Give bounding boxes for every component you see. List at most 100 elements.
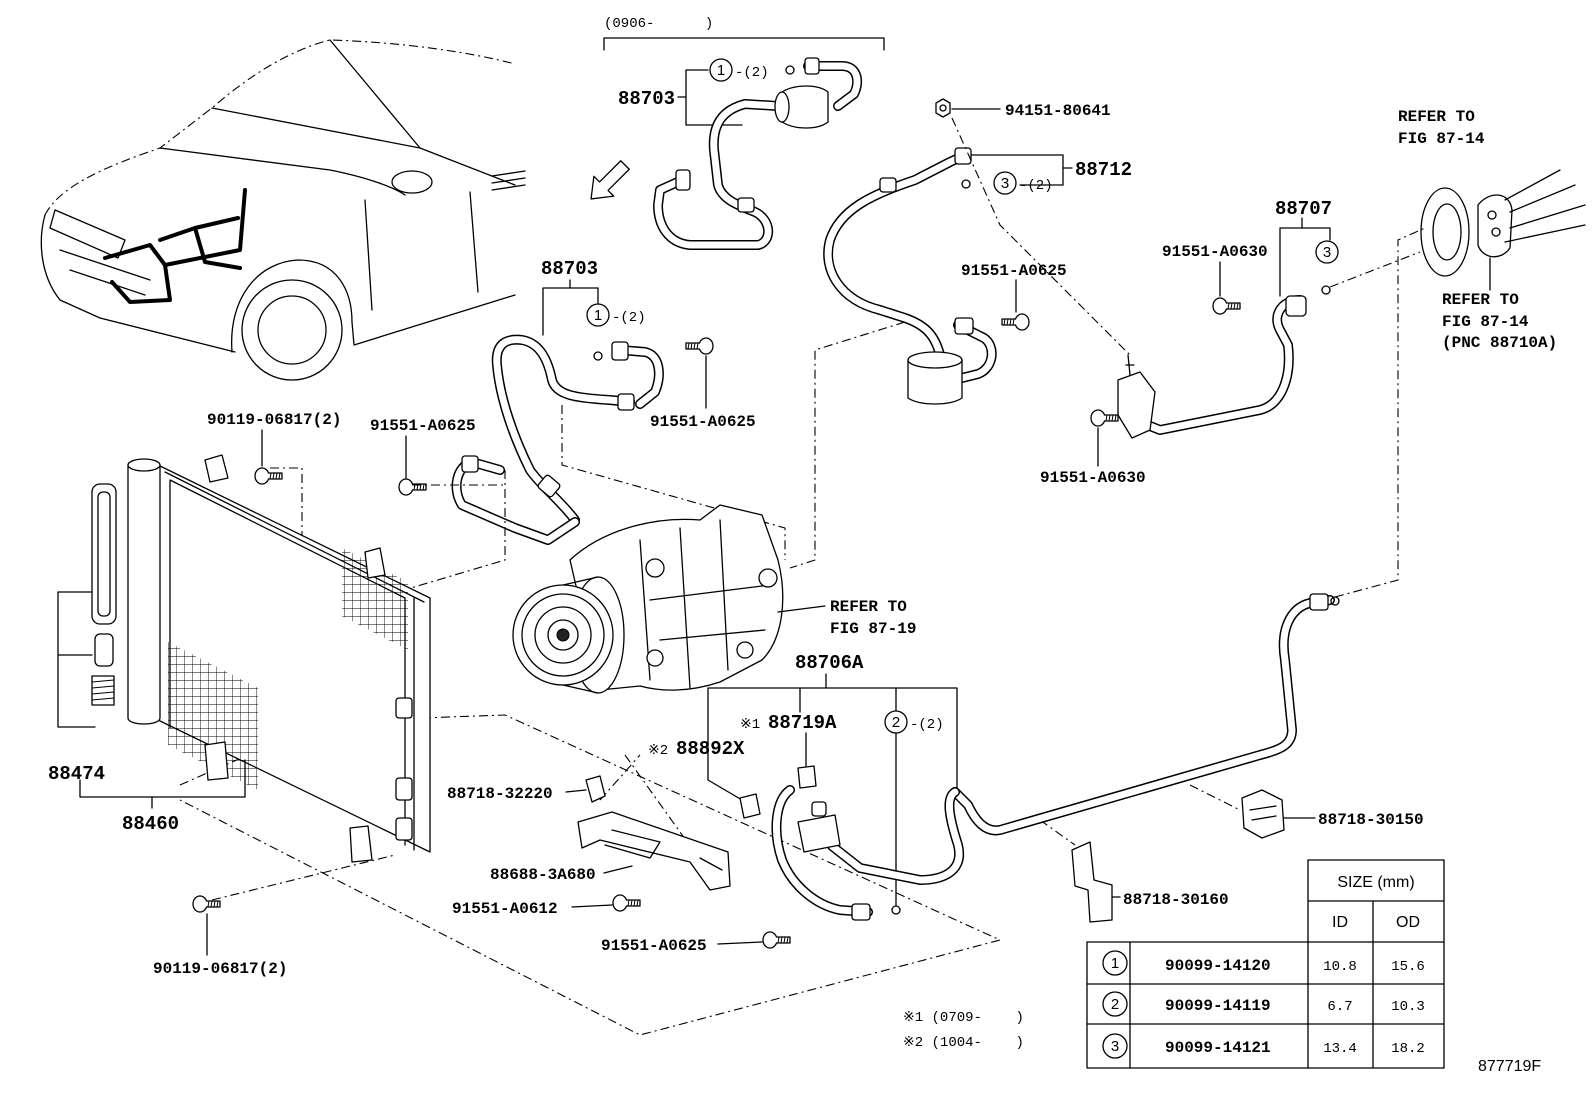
fitting-flange-inner	[1432, 203, 1462, 261]
hose-88703-top-leader	[677, 69, 743, 126]
clamp-88718-30150-label: 88718-30150	[1318, 811, 1424, 829]
dash-line	[951, 117, 1131, 356]
table-row-od: 15.6	[1391, 959, 1425, 975]
hose-fill	[654, 100, 782, 249]
hose-fitting	[954, 317, 974, 335]
hose-fill	[616, 346, 663, 408]
fitting-pipes	[1504, 169, 1586, 243]
hose-88703-mid-bracket	[542, 279, 599, 336]
compressor-port	[758, 568, 778, 588]
dash-line	[270, 467, 303, 578]
nut-94151-icon	[935, 98, 951, 118]
part-88719a-icon	[797, 765, 817, 789]
tube-88707-bracket	[1279, 217, 1331, 297]
note-1: ※1 (0709- )	[903, 1010, 1024, 1026]
compressor-shaft	[556, 628, 570, 642]
tube-fitting	[1309, 593, 1329, 611]
o-ring-icon	[1330, 596, 1340, 606]
hose-fitting	[879, 177, 897, 193]
condenser-mount-tab	[204, 454, 229, 483]
table-row-mark: 3	[1111, 1038, 1119, 1055]
condenser-mount-tab	[364, 547, 386, 579]
refer-fig-87-19-leader	[777, 605, 826, 613]
dryer-plug	[91, 675, 115, 706]
hose-88712-bracket	[971, 154, 1073, 186]
note1-mark: ※1	[740, 717, 760, 733]
hose-88703-mid	[451, 334, 664, 545]
bolt-91551-a0625-mid-label: 91551-A0625	[650, 413, 756, 431]
dash-line	[1329, 251, 1421, 288]
fitting-block	[1477, 194, 1513, 258]
bracket-88688-3a680-label: 88688-3A680	[490, 866, 596, 884]
part-88474-bracket	[57, 591, 96, 728]
gasket-mark-3-88707-digit: 3	[1323, 244, 1331, 261]
compressor-pulley-side	[562, 576, 599, 694]
drawing-code: 877719F	[1478, 1058, 1541, 1075]
o-ring-icon	[785, 65, 795, 75]
condenser-bracket	[395, 777, 413, 801]
car-wheel-arch	[231, 259, 516, 353]
nut-94151-80641-label: 94151-80641	[1005, 102, 1111, 120]
table-row-mark-circle	[1102, 950, 1128, 976]
inset-bracket	[603, 37, 885, 51]
tube-88707	[1117, 295, 1307, 439]
hose-fill	[954, 321, 996, 382]
table-header-size: SIZE (mm)	[1337, 874, 1414, 891]
hose-fill	[804, 62, 861, 110]
car-hood-edge	[159, 147, 406, 196]
hose-fill	[951, 596, 1334, 834]
muffler-body	[781, 85, 829, 129]
nut-hole	[939, 104, 947, 112]
car-grille	[59, 249, 151, 296]
condenser-88460-label: 88460	[122, 813, 179, 835]
tube-88706a-label: 88706A	[795, 652, 864, 674]
table-header-id: ID	[1332, 914, 1348, 931]
condenser-core-grid	[342, 548, 408, 650]
dryer-cap	[94, 633, 114, 667]
condenser-88460-bracket	[79, 759, 246, 809]
dash-line	[211, 854, 396, 901]
table-row-id: 6.7	[1327, 999, 1352, 1015]
note2-mark: ※2	[648, 743, 668, 759]
hose-88703-top-label: 88703	[618, 88, 675, 110]
table-row-part: 90099-14121	[1165, 1039, 1271, 1057]
condenser-fin-lines	[164, 471, 425, 851]
table-row-part: 90099-14119	[1165, 997, 1271, 1015]
muffler-end	[774, 91, 790, 123]
table-row-mark-circle	[1102, 991, 1128, 1017]
condenser-mount-tab	[349, 825, 373, 863]
tube-fitting	[851, 903, 871, 921]
dash-line	[599, 754, 701, 861]
table-row-mark-circle	[1102, 1033, 1128, 1059]
condenser-receiver-cap	[127, 458, 161, 472]
hose-fill	[824, 151, 969, 359]
table-row-od: 18.2	[1391, 1041, 1425, 1057]
compressor-clutch	[534, 606, 592, 664]
gasket-mark-1-mid-digit: 1	[594, 307, 602, 324]
table-grid	[1086, 859, 1445, 1069]
dash-line	[1189, 784, 1241, 811]
service-valve-block	[797, 814, 841, 853]
table-row-mark: 1	[1111, 955, 1119, 972]
tube-88706a	[771, 593, 1340, 921]
hose-fitting	[461, 455, 479, 473]
refer-fig-87-14-right-line2: FIG 87-14	[1442, 313, 1529, 331]
part-88719a-label: 88719A	[768, 712, 837, 734]
dryer-filter	[91, 483, 117, 625]
bolt-90119-06817-bottom-label: 90119-06817(2)	[153, 960, 287, 978]
clamp-88718-32220-icon	[585, 775, 606, 803]
gasket-mark-1-top-digit: 1	[717, 62, 725, 79]
table-row-od: 10.3	[1391, 999, 1425, 1015]
bolt-90119-06817-top-icon	[254, 467, 283, 485]
hose-fitting	[737, 197, 755, 213]
car-door-handle	[491, 170, 526, 191]
dryer-parts-88474	[91, 483, 117, 706]
dash-line	[319, 470, 506, 790]
dryer-filter-inner	[97, 491, 111, 617]
dash-line	[1039, 819, 1076, 846]
condenser-mount-tab	[204, 741, 229, 781]
dryer-plug-threads	[91, 679, 115, 701]
gasket-mark-1-top	[709, 58, 733, 82]
o-ring-icon	[961, 179, 971, 189]
condenser-88460	[127, 454, 431, 863]
